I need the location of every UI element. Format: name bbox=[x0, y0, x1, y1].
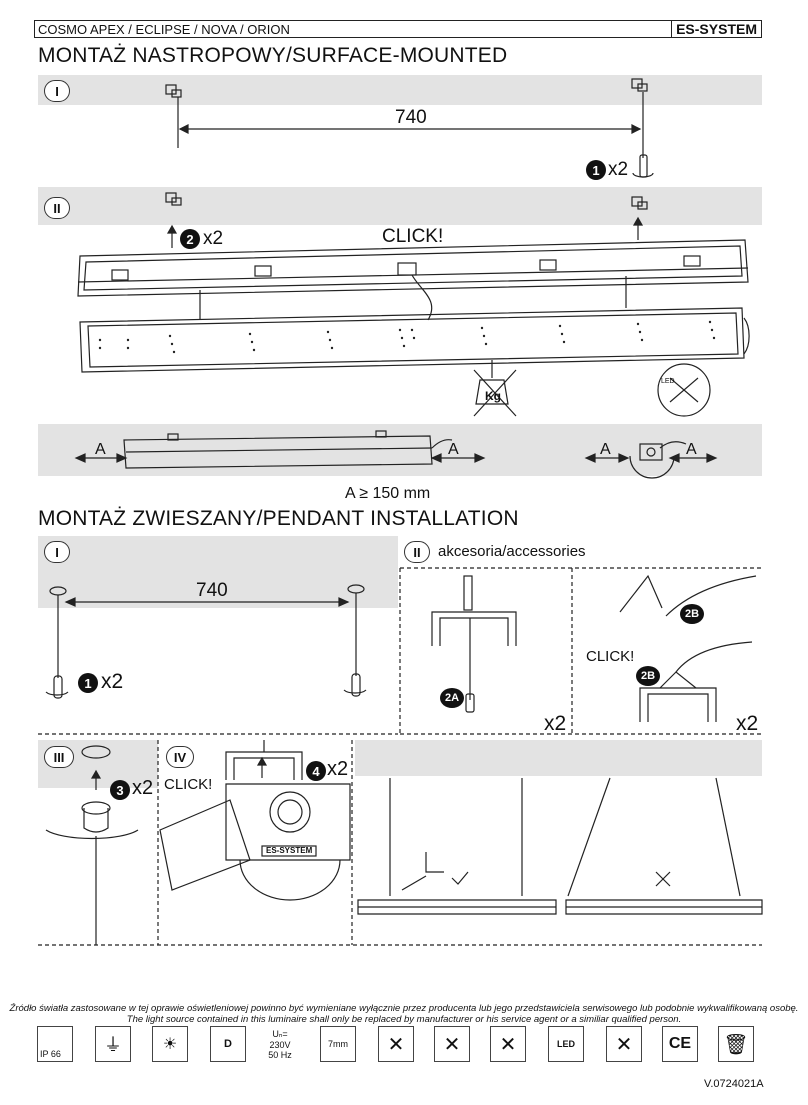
step-2b-number-top: 2B bbox=[680, 604, 704, 624]
step-2a-number: 2A bbox=[440, 688, 464, 708]
pendant-step1-band bbox=[38, 536, 398, 608]
pendant-step1-number: 1 bbox=[78, 673, 98, 693]
pendant-step4-number: 4 bbox=[306, 761, 326, 781]
pendant-step-marker-iii: III bbox=[44, 746, 74, 768]
step-2b-number-bottom: 2B bbox=[636, 666, 660, 686]
voltage-symbol: Uₙ= 230V 50 Hz bbox=[262, 1026, 298, 1062]
led-label: LED bbox=[661, 378, 675, 385]
surface-step2-count: x2 bbox=[203, 228, 224, 249]
pendant-step-marker-ii: II bbox=[404, 541, 430, 563]
ce-mark: CE bbox=[662, 1026, 698, 1062]
surface-step1-number: 1 bbox=[586, 160, 606, 180]
surface-step1-band bbox=[38, 75, 762, 105]
clearance-a-left: A bbox=[95, 441, 106, 458]
wire-strip-label: 7mm bbox=[328, 1039, 348, 1049]
surface-distance-label: 740 bbox=[395, 107, 427, 128]
clearance-a-left-2: A bbox=[600, 441, 611, 458]
surface-click-label: CLICK! bbox=[382, 226, 444, 247]
document-header: COSMO APEX / ECLIPSE / NOVA / ORION ES-S… bbox=[34, 20, 762, 38]
ce-mark-label: CE bbox=[668, 1035, 692, 1052]
version-label: V.0724021A bbox=[704, 1078, 764, 1090]
accessories-click-label: CLICK! bbox=[586, 648, 635, 665]
d-mark-icon: D bbox=[210, 1026, 246, 1062]
wire-strip-symbol: 7mm bbox=[320, 1026, 356, 1062]
voltage-label: Uₙ= 230V bbox=[269, 1028, 291, 1050]
led-symbol: LED bbox=[548, 1026, 584, 1062]
pendant-step1-count: x2 bbox=[101, 670, 124, 693]
accessories-count-b: x2 bbox=[736, 712, 759, 735]
footer-note-en: The light source contained in this lumin… bbox=[126, 1014, 682, 1025]
brand-plate: ES-SYSTEM bbox=[266, 846, 313, 855]
pendant-step3-number: 3 bbox=[110, 780, 130, 800]
weight-label: Kg bbox=[485, 389, 501, 403]
clearance-a-right: A bbox=[448, 441, 459, 458]
pendant-distance-label: 740 bbox=[196, 580, 228, 601]
no-tools-icon: ✕ bbox=[606, 1026, 642, 1062]
clearance-a-right-2: A bbox=[686, 441, 697, 458]
pendant-section-title: MONTAŻ ZWIESZANY/PENDANT INSTALLATION bbox=[38, 507, 519, 530]
step-marker-i: I bbox=[44, 80, 70, 102]
class-ii-icon: ⏚ bbox=[95, 1026, 131, 1062]
clearance-rule: A ≥ 150 mm bbox=[345, 485, 431, 502]
accessories-caption: akcesoria/accessories bbox=[438, 543, 586, 560]
ip-rating-symbol: IP 66 bbox=[37, 1026, 73, 1062]
surface-step2-number: 2 bbox=[180, 229, 200, 249]
weee-bin-icon: 🗑 bbox=[718, 1026, 754, 1062]
pendant-result-band bbox=[355, 740, 762, 776]
pendant-step4-click: CLICK! bbox=[164, 776, 213, 793]
pendant-step-marker-i: I bbox=[44, 541, 70, 563]
footer-note-pl: Źródło światła zastosowane w tej oprawie… bbox=[9, 1003, 799, 1014]
lamp-hot-surface-icon: ☀ bbox=[152, 1026, 188, 1062]
step-marker-ii: II bbox=[44, 197, 70, 219]
led-symbol-label: LED bbox=[557, 1039, 575, 1049]
brand-name: ES-SYSTEM bbox=[671, 21, 761, 37]
d-mark-label: D bbox=[224, 1038, 232, 1050]
frequency-label: 50 Hz bbox=[268, 1049, 292, 1060]
no-cable-icon: ✕ bbox=[378, 1026, 414, 1062]
pendant-step4-count: x2 bbox=[327, 758, 349, 780]
surface-section-title: MONTAŻ NASTROPOWY/SURFACE-MOUNTED bbox=[38, 44, 508, 67]
surface-step1-count: x2 bbox=[608, 159, 629, 180]
no-cover-icon: ✕ bbox=[490, 1026, 526, 1062]
ip-rating-label: IP 66 bbox=[40, 1049, 61, 1059]
model-names: COSMO APEX / ECLIPSE / NOVA / ORION bbox=[38, 21, 290, 37]
pendant-step3-count: x2 bbox=[132, 777, 154, 799]
pendant-step-marker-iv: IV bbox=[166, 746, 194, 768]
accessories-count-a: x2 bbox=[544, 712, 567, 735]
no-hang-icon: ✕ bbox=[434, 1026, 470, 1062]
